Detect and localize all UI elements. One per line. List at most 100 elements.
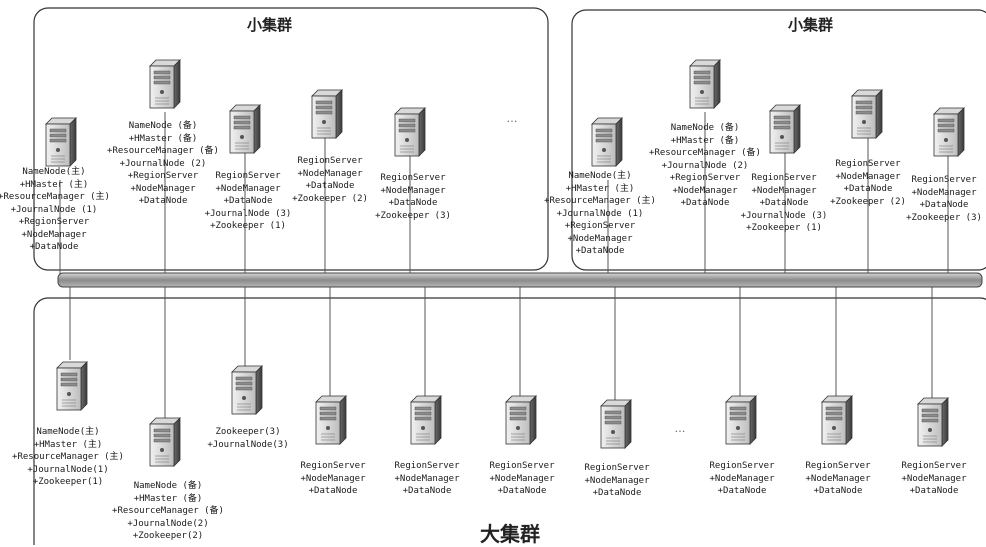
node-label-line: +DataNode bbox=[909, 486, 959, 496]
big-cluster-title: 大集群 bbox=[480, 522, 540, 546]
node-label-big-regionserver-2: RegionServer+NodeManager+DataNode bbox=[394, 460, 459, 498]
server-icon bbox=[56, 361, 88, 411]
node-label-line: +Zookeeper (1) bbox=[746, 223, 822, 233]
node-label-line: +DataNode bbox=[813, 486, 863, 496]
small-cluster-left-box bbox=[33, 7, 549, 271]
node-label-line: RegionServer bbox=[297, 156, 363, 166]
server-icon bbox=[311, 89, 343, 139]
node-label-line: +JournalNode (2) bbox=[661, 160, 749, 171]
node-label-line: +NodeManager bbox=[751, 185, 817, 196]
server-icon bbox=[45, 117, 77, 167]
node-label-line: +DataNode bbox=[680, 198, 730, 208]
network-bus bbox=[57, 272, 983, 288]
node-label-big-regionserver-7: RegionServer +NodeManager +DataNode bbox=[901, 460, 966, 498]
node-label-line: +DataNode bbox=[29, 242, 79, 252]
node-label-line: +ResourceManager (主) bbox=[0, 192, 110, 202]
node-label-big-namenode-main: NameNode(主)+HMaster (主)+ResourceManager … bbox=[12, 426, 124, 489]
node-label-line: RegionServer bbox=[901, 461, 967, 471]
server-icon bbox=[229, 104, 261, 154]
node-label-line: +DataNode bbox=[717, 486, 767, 496]
node-label-line: +DataNode bbox=[759, 198, 809, 208]
node-label-line: +RegionServer bbox=[564, 221, 636, 231]
node-label-big-regionserver-5: RegionServer +NodeManager +DataNode bbox=[709, 460, 774, 498]
node-label-line: +DataNode bbox=[138, 196, 188, 206]
server-icon bbox=[505, 395, 537, 445]
node-label-line: +DataNode bbox=[843, 184, 893, 194]
node-label-line: NameNode (备) bbox=[670, 123, 740, 133]
node-label-line: +JournalNode (3) bbox=[204, 208, 292, 219]
ellipsis-big-cluster: … bbox=[674, 422, 686, 435]
server-icon bbox=[851, 89, 883, 139]
node-label-line: +JournalNode(1) bbox=[27, 464, 109, 475]
node-label-small-right-regionserver-jn3: RegionServer +NodeManager +DataNode +Journa… bbox=[741, 172, 828, 235]
node-label-line: +JournalNode(2) bbox=[127, 518, 209, 529]
node-label-big-regionserver-6: RegionServer+NodeManager+DataNode bbox=[805, 460, 870, 498]
node-label-small-left-regionserver-zk2: RegionServer +NodeManager +DataNode +Zookee… bbox=[292, 155, 368, 205]
node-label-line: +Zookeeper(2) bbox=[132, 531, 204, 541]
node-label-line: +DataNode bbox=[223, 196, 273, 206]
node-label-line: +HMaster (备) bbox=[670, 135, 740, 146]
node-label-line: RegionServer bbox=[751, 173, 817, 183]
ellipsis-small-clusters: … bbox=[506, 112, 518, 125]
node-label-line: RegionServer bbox=[835, 159, 901, 169]
node-label-line: +NodeManager bbox=[709, 473, 775, 484]
node-label-line: RegionServer bbox=[215, 171, 281, 181]
node-label-big-regionserver-3: RegionServer+NodeManager+DataNode bbox=[489, 460, 554, 498]
node-label-small-left-regionserver-jn3: RegionServer +NodeManager +DataNode +Journa… bbox=[205, 170, 292, 233]
node-label-line: +DataNode bbox=[592, 488, 642, 498]
node-label-line: +Zookeeper (3) bbox=[375, 210, 451, 221]
node-label-line: +ResourceManager (主) bbox=[544, 196, 656, 206]
node-label-line: +NodeManager bbox=[672, 185, 738, 196]
node-label-line: RegionServer bbox=[805, 461, 871, 471]
node-label-line: +HMaster (主) bbox=[33, 439, 103, 450]
server-icon bbox=[149, 59, 181, 109]
node-label-line: +NodeManager bbox=[130, 183, 196, 194]
node-label-line: +Zookeeper (2) bbox=[292, 193, 368, 204]
node-label-line: +JournalNode (1) bbox=[10, 204, 98, 215]
node-label-small-left-namenode-standby: NameNode (备)+HMaster (备)+ResourceManager… bbox=[107, 120, 219, 208]
node-label-line: +Zookeeper (1) bbox=[210, 221, 286, 231]
node-label-small-left-namenode-main: NameNode(主)+HMaster (主)+ResourceManager … bbox=[0, 166, 110, 254]
node-label-big-zookeeper-3: Zookeeper(3)+JournalNode(3) bbox=[207, 426, 288, 451]
node-label-big-namenode-standby: NameNode (备) +HMaster (备) +ResourceManager… bbox=[112, 480, 224, 543]
node-label-line: +NodeManager bbox=[901, 473, 967, 484]
node-label-line: NameNode (备) bbox=[133, 481, 203, 491]
node-label-line: RegionServer bbox=[489, 461, 555, 471]
node-label-line: NameNode(主) bbox=[36, 427, 100, 437]
node-label-line: RegionServer bbox=[709, 461, 775, 471]
node-label-line: +NodeManager bbox=[215, 183, 281, 194]
node-label-line: +HMaster (主) bbox=[565, 183, 635, 194]
node-label-line: +DataNode bbox=[919, 200, 969, 210]
small-cluster-right-title: 小集群 bbox=[788, 16, 834, 34]
node-label-line: +NodeManager bbox=[297, 168, 363, 179]
node-label-line: +NodeManager bbox=[300, 473, 366, 484]
node-label-line: +JournalNode(3) bbox=[207, 439, 289, 450]
server-icon bbox=[315, 395, 347, 445]
node-label-line: RegionServer bbox=[584, 463, 650, 473]
node-label-big-regionserver-4: RegionServer +NodeManager +DataNode bbox=[584, 462, 649, 500]
node-label-line: +HMaster (备) bbox=[133, 493, 203, 504]
node-label-line: +Zookeeper (2) bbox=[830, 196, 906, 207]
node-label-small-right-namenode-main: NameNode(主) +HMaster (主) +ResourceManager … bbox=[544, 170, 656, 258]
node-label-line: +ResourceManager (备) bbox=[107, 146, 219, 156]
node-label-line: RegionServer bbox=[911, 175, 977, 185]
node-label-line: NameNode(主) bbox=[568, 171, 632, 181]
server-icon bbox=[410, 395, 442, 445]
node-label-line: +NodeManager bbox=[835, 171, 901, 182]
server-icon bbox=[231, 365, 263, 415]
server-icon bbox=[769, 104, 801, 154]
node-label-line: +NodeManager bbox=[911, 187, 977, 198]
server-icon bbox=[591, 117, 623, 167]
node-label-line: +ResourceManager (备) bbox=[112, 506, 224, 516]
node-label-line: +NodeManager bbox=[489, 473, 555, 484]
server-icon bbox=[933, 107, 965, 157]
node-label-line: +DataNode bbox=[305, 181, 355, 191]
node-label-line: +NodeManager bbox=[567, 233, 633, 244]
node-label-line: +JournalNode (3) bbox=[740, 210, 828, 221]
node-label-line: +DataNode bbox=[308, 486, 358, 496]
node-label-line: +RegionServer bbox=[669, 173, 741, 183]
node-label-line: RegionServer bbox=[300, 461, 366, 471]
server-icon bbox=[725, 395, 757, 445]
node-label-line: +NodeManager bbox=[584, 475, 650, 486]
